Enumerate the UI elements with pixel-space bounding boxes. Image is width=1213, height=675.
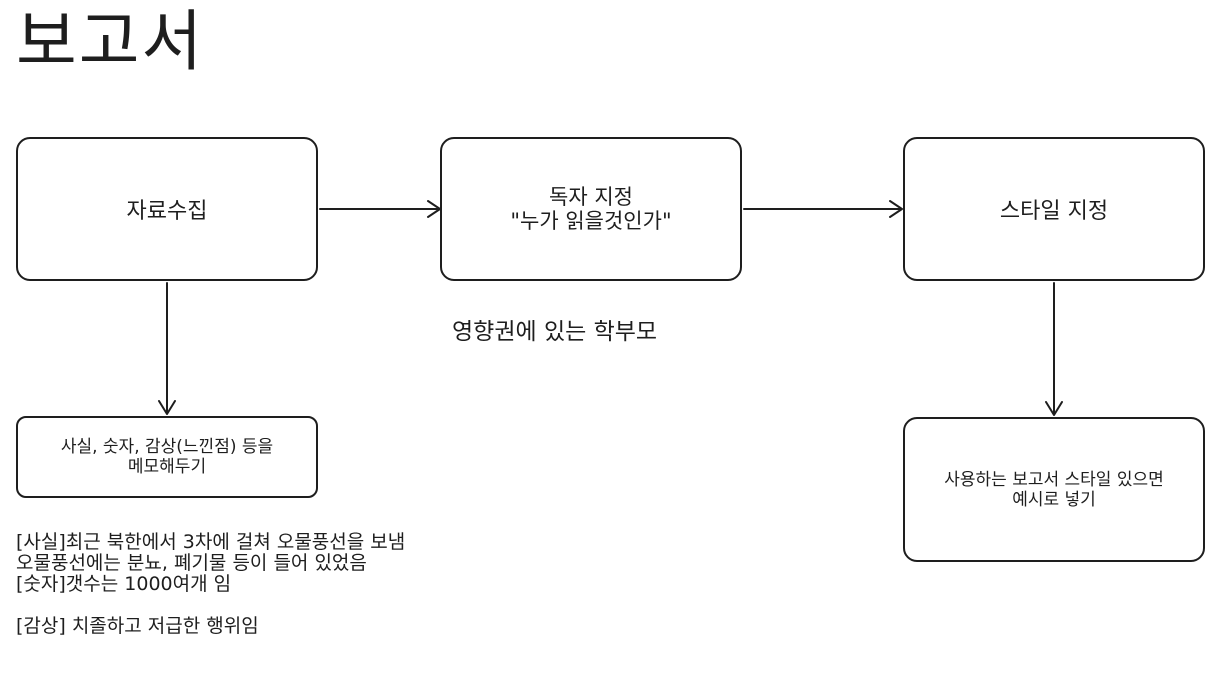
arrow-reader-to-style bbox=[743, 200, 903, 218]
reader-note: 영향권에 있는 학부모 bbox=[452, 319, 658, 345]
impression-note: [감상] 치졸하고 저급한 행위임 bbox=[16, 615, 259, 637]
arrow-collect-to-reader bbox=[319, 200, 441, 218]
memo-line-1: 사실, 숫자, 감상(느낀점) 등을 bbox=[60, 437, 274, 457]
fact-note-line-1: [사실]최근 북한에서 3차에 걸쳐 오물풍선을 보냄 bbox=[16, 531, 406, 553]
page-title: 보고서 bbox=[16, 3, 205, 80]
style-example-line-2: 예시로 넣기 bbox=[1012, 489, 1096, 510]
style-example-box[interactable]: 사용하는 보고서 스타일 있으면 예시로 넣기 bbox=[903, 417, 1205, 562]
memo-line-2: 메모해두기 bbox=[127, 457, 207, 477]
style-example-line-1: 사용하는 보고서 스타일 있으면 bbox=[944, 469, 1164, 490]
memo-box[interactable]: 사실, 숫자, 감상(느낀점) 등을 메모해두기 bbox=[16, 416, 318, 498]
reader-target-label: 독자 지정 bbox=[549, 185, 633, 209]
reader-target-question: "누가 읽을것인가" bbox=[510, 209, 672, 233]
arrow-collect-to-memo bbox=[158, 282, 176, 415]
collect-data-label: 자료수집 bbox=[126, 199, 208, 224]
arrow-style-to-example bbox=[1045, 282, 1063, 416]
style-target-box[interactable]: 스타일 지정 bbox=[903, 137, 1205, 281]
reader-target-box[interactable]: 독자 지정 "누가 읽을것인가" bbox=[440, 137, 742, 281]
memo-notes: [사실]최근 북한에서 3차에 걸쳐 오물풍선을 보냄 오물풍선에는 분뇨, 폐… bbox=[16, 532, 405, 637]
collect-data-box[interactable]: 자료수집 bbox=[16, 137, 318, 281]
style-target-label: 스타일 지정 bbox=[999, 199, 1109, 224]
fact-note-line-2: 오물풍선에는 분뇨, 폐기물 등이 들어 있었음 bbox=[16, 552, 367, 574]
number-note: [숫자]갯수는 1000여개 임 bbox=[16, 573, 232, 595]
